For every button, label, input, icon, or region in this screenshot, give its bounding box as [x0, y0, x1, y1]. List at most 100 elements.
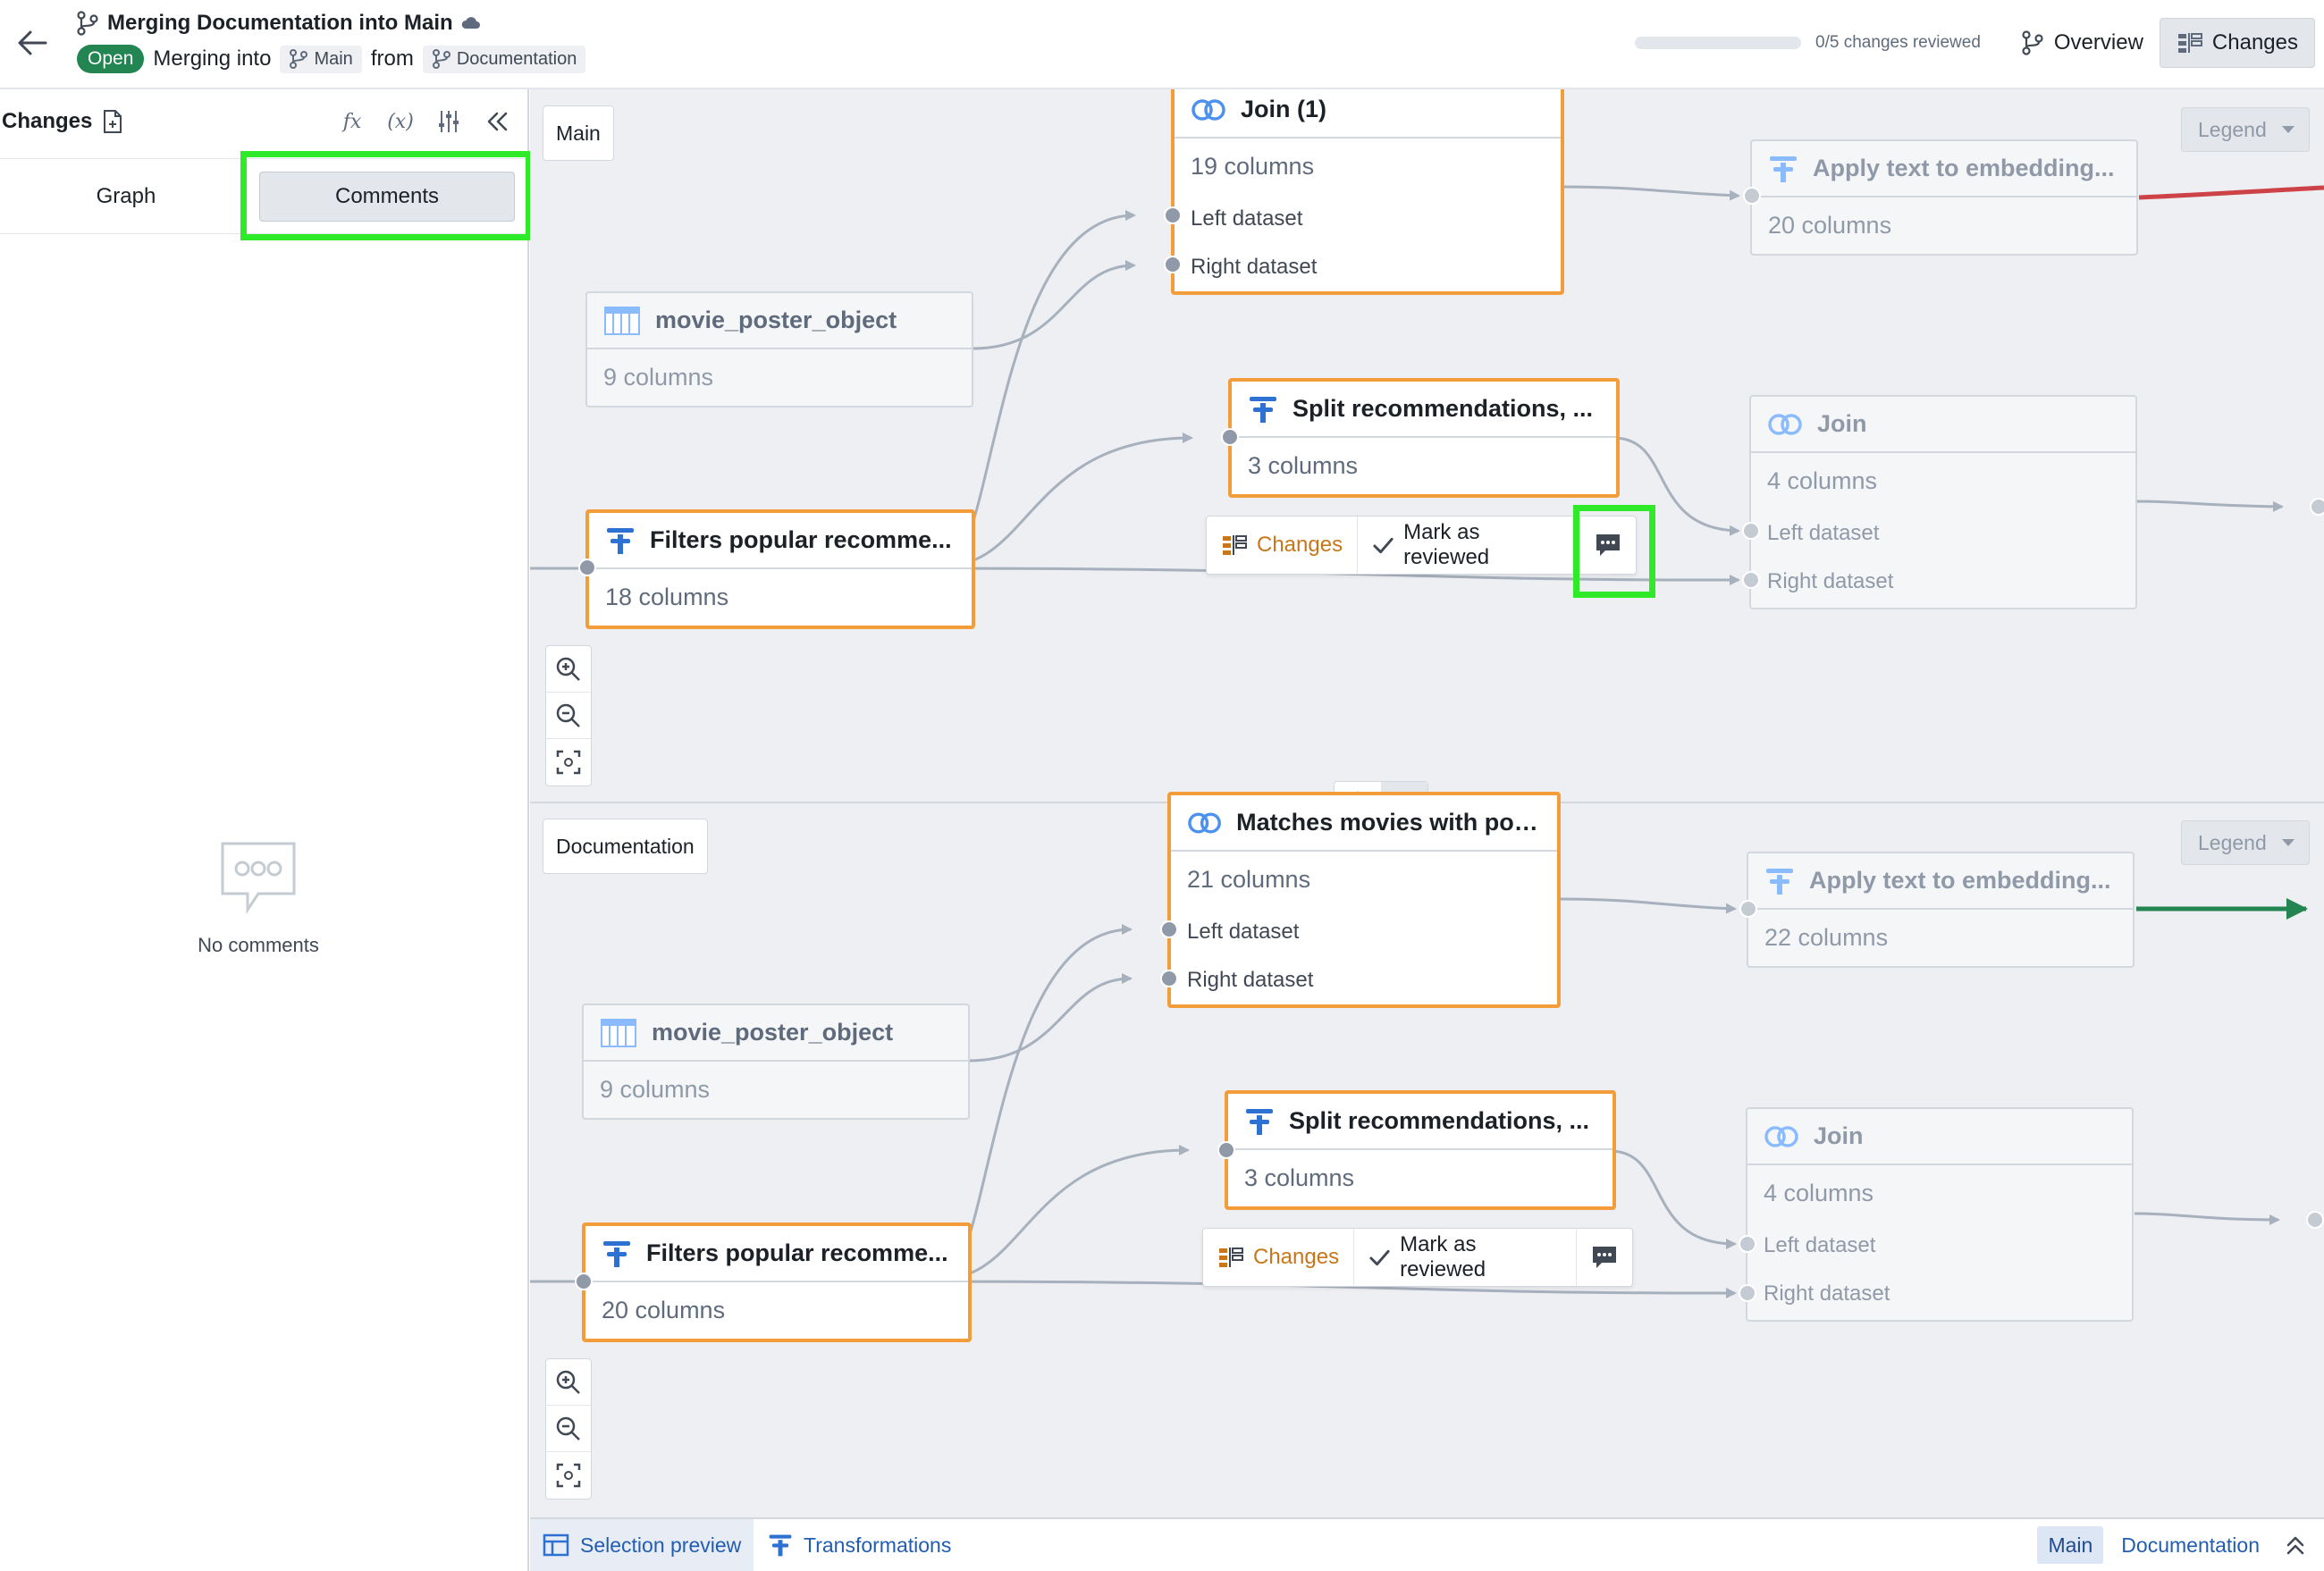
- branch-main-button[interactable]: Main: [2037, 1526, 2104, 1564]
- sidebar-title-label: Changes: [2, 109, 93, 133]
- port-filters-input[interactable]: [575, 1273, 593, 1290]
- changes-icon: [1219, 1248, 1243, 1267]
- node-split-recommendations[interactable]: Split recommendations, ... 3 columns: [1228, 378, 1620, 498]
- page-title: Merging Documentation into Main: [107, 11, 453, 35]
- port-matches-left[interactable]: [1160, 920, 1178, 938]
- zoom-out-button[interactable]: [546, 693, 591, 739]
- edge: [972, 260, 1136, 350]
- variables-button[interactable]: (x): [387, 110, 414, 133]
- port-split-input[interactable]: [1217, 1141, 1235, 1159]
- merge-meta: Open Merging into Main from Documentatio…: [77, 42, 586, 76]
- zoom-in-button[interactable]: [546, 1359, 591, 1406]
- mark-as-reviewed-button[interactable]: Mark as reviewed: [1358, 517, 1579, 574]
- port-join1-right[interactable]: [1164, 256, 1182, 273]
- node-column-count: 21 columns: [1187, 866, 1311, 893]
- node-column-count: 20 columns: [602, 1297, 726, 1323]
- node-split-recommendations[interactable]: Split recommendations, ... 3 columns: [1225, 1090, 1616, 1210]
- branch-documentation-button[interactable]: Documentation: [2121, 1533, 2260, 1557]
- divider: [1357, 517, 1359, 574]
- main-pane-label: Main: [543, 105, 614, 161]
- port-right-dataset: Right dataset: [1767, 569, 1894, 593]
- changes-label: Changes: [2211, 30, 2298, 55]
- target-branch-chip[interactable]: Main: [280, 45, 362, 73]
- title-row: Merging Documentation into Main: [75, 7, 482, 39]
- port-join-right[interactable]: [1739, 1284, 1756, 1302]
- node-filters-popular[interactable]: Filters popular recomme... 20 columns: [582, 1222, 972, 1342]
- node-join-1[interactable]: Join (1) 19 columns Left dataset Right d…: [1171, 89, 1564, 295]
- fit-to-screen-button[interactable]: [546, 1452, 591, 1499]
- port-apply-input[interactable]: [1739, 900, 1757, 918]
- port[interactable]: [2310, 498, 2324, 516]
- port-filters-input[interactable]: [578, 559, 596, 576]
- view-changes-button[interactable]: Changes: [1207, 517, 1357, 574]
- node-column-count: 4 columns: [1764, 1180, 1874, 1206]
- header: Merging Documentation into Main Open Mer…: [0, 0, 2324, 89]
- port-left-dataset: Left dataset: [1187, 920, 1300, 944]
- back-button[interactable]: [13, 23, 52, 63]
- back-arrow-icon: [18, 30, 47, 55]
- expand-panel-button[interactable]: [2278, 1526, 2313, 1564]
- main-legend-button[interactable]: Legend: [2181, 107, 2310, 152]
- node-title: Split recommendations, ...: [1228, 1094, 1612, 1150]
- port[interactable]: [2306, 1211, 2324, 1229]
- port-join-right[interactable]: [1742, 571, 1760, 589]
- node-title-text: Split recommendations, ...: [1289, 1107, 1590, 1134]
- edge: [1554, 897, 1737, 914]
- node-apply-text-embedding[interactable]: Apply text to embedding... 20 columns: [1750, 139, 2138, 256]
- node-column-count: 19 columns: [1191, 153, 1315, 180]
- review-progress-label: 0/5 changes reviewed: [1815, 33, 1981, 52]
- transform-icon: [1770, 155, 1797, 182]
- port-join1-left[interactable]: [1164, 206, 1182, 224]
- node-join[interactable]: Join 4 columns Left dataset Right datase…: [1749, 395, 2137, 609]
- function-button[interactable]: fx: [342, 110, 362, 133]
- node-filters-popular[interactable]: Filters popular recomme... 18 columns: [585, 509, 975, 629]
- port-split-input[interactable]: [1221, 428, 1239, 446]
- tab-graph[interactable]: Graph: [96, 184, 156, 208]
- node-title: Join: [1747, 1109, 2132, 1165]
- changes-button[interactable]: Changes: [2159, 18, 2315, 68]
- node-column-count: 9 columns: [603, 364, 714, 391]
- zoom-out-button[interactable]: [546, 1406, 591, 1452]
- node-title-text: Filters popular recomme...: [646, 1239, 948, 1266]
- settings-sliders-button[interactable]: [429, 102, 468, 141]
- graph-canvas[interactable]: Main Legend Join (1) 19 columns Left dat…: [530, 89, 2324, 1517]
- document-icon[interactable]: [101, 109, 124, 134]
- node-title: Apply text to embedding...: [1748, 853, 2133, 910]
- check-icon: [1369, 1249, 1390, 1266]
- add-comment-button[interactable]: [1577, 1229, 1632, 1286]
- node-title: movie_poster_object: [587, 293, 972, 349]
- node-apply-text-embedding[interactable]: Apply text to embedding... 22 columns: [1747, 852, 2135, 968]
- port-matches-right[interactable]: [1160, 970, 1178, 987]
- view-changes-label: Changes: [1253, 1245, 1340, 1269]
- tab-comments[interactable]: Comments: [259, 172, 515, 222]
- tab-transformations[interactable]: Transformations: [755, 1519, 964, 1571]
- join-icon: [1768, 413, 1802, 435]
- view-changes-button[interactable]: Changes: [1203, 1229, 1353, 1286]
- table-icon: [543, 1533, 569, 1557]
- source-branch-chip[interactable]: Documentation: [422, 45, 586, 73]
- join-icon: [1188, 811, 1221, 834]
- port-left-dataset: Left dataset: [1764, 1233, 1876, 1257]
- add-comment-button[interactable]: [1580, 517, 1636, 574]
- node-matches-movies-with-posters[interactable]: Matches movies with pos... 21 columns Le…: [1167, 792, 1561, 1008]
- port-join-left[interactable]: [1739, 1235, 1756, 1253]
- port-right-dataset: Right dataset: [1764, 1281, 1890, 1306]
- node-title-text: Join: [1817, 410, 1867, 437]
- overview-button[interactable]: Overview: [2004, 18, 2160, 68]
- node-title-text: Join: [1814, 1122, 1864, 1149]
- legend-label: Legend: [2198, 117, 2267, 141]
- edge: [1612, 436, 1740, 536]
- fit-to-screen-button[interactable]: [546, 739, 591, 786]
- node-movie-poster-object[interactable]: movie_poster_object 9 columns: [582, 1004, 970, 1120]
- documentation-legend-button[interactable]: Legend: [2181, 820, 2310, 865]
- zoom-in-button[interactable]: [546, 646, 591, 693]
- node-title-text: Matches movies with pos...: [1236, 809, 1541, 836]
- mark-as-reviewed-button[interactable]: Mark as reviewed: [1354, 1229, 1576, 1286]
- collapse-sidebar-button[interactable]: [477, 102, 517, 141]
- port-join-left[interactable]: [1742, 522, 1760, 540]
- node-movie-poster-object[interactable]: movie_poster_object 9 columns: [585, 291, 973, 407]
- transform-icon: [603, 1240, 630, 1267]
- node-join[interactable]: Join 4 columns Left dataset Right datase…: [1746, 1107, 2134, 1322]
- tab-selection-preview[interactable]: Selection preview: [530, 1519, 754, 1571]
- port-apply-input[interactable]: [1743, 187, 1761, 205]
